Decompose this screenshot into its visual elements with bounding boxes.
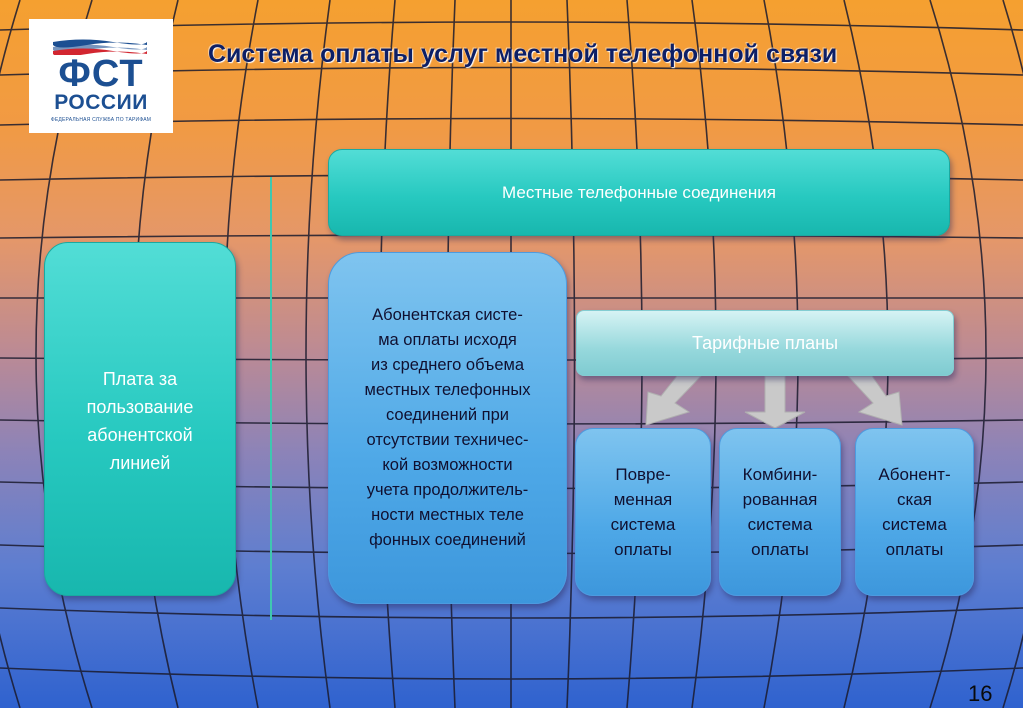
local-phone-connections-label: Местные телефонные соединения [502,183,776,202]
line-fee-label: Плата за пользование абонентской линией [86,369,194,473]
arrow-right [846,375,903,426]
time-based-payment-label: Повре- менная система оплаты [610,465,676,559]
combined-payment-box: Комбини- рованная система оплаты [719,428,841,596]
arrow-left [645,375,703,426]
vertical-divider [270,177,272,620]
slide-title: Система оплаты услуг местной телефонной … [208,40,838,68]
tariff-plans-box: Тарифные планы [576,310,954,376]
time-based-payment-box: Повре- менная система оплаты [575,428,711,596]
fst-logo: ФСТ РОССИИ ФЕДЕРАЛЬНАЯ СЛУЖБА ПО ТАРИФАМ [29,19,173,133]
tariff-plans-label: Тарифные планы [691,332,839,353]
subscriber-average-box: Абонентская систе- ма оплаты исходя из с… [328,252,567,604]
subscription-payment-box: Абонент- ская система оплаты [855,428,974,596]
logo-abbreviation: ФСТ [58,53,144,95]
logo-name: РОССИИ [54,91,148,114]
subscription-payment-label: Абонент- ская система оплаты [878,465,951,559]
subscriber-average-label: Абонентская систе- ма оплаты исходя из с… [364,306,531,549]
flag-stripes-icon [53,39,147,55]
line-fee-box: Плата за пользование абонентской линией [44,242,236,596]
arrow-center [744,375,806,429]
combined-payment-label: Комбини- рованная система оплаты [742,465,818,559]
page-number: 16 [968,681,993,706]
local-phone-connections-box: Местные телефонные соединения [328,149,950,236]
logo-subtitle: ФЕДЕРАЛЬНАЯ СЛУЖБА ПО ТАРИФАМ [50,117,152,123]
